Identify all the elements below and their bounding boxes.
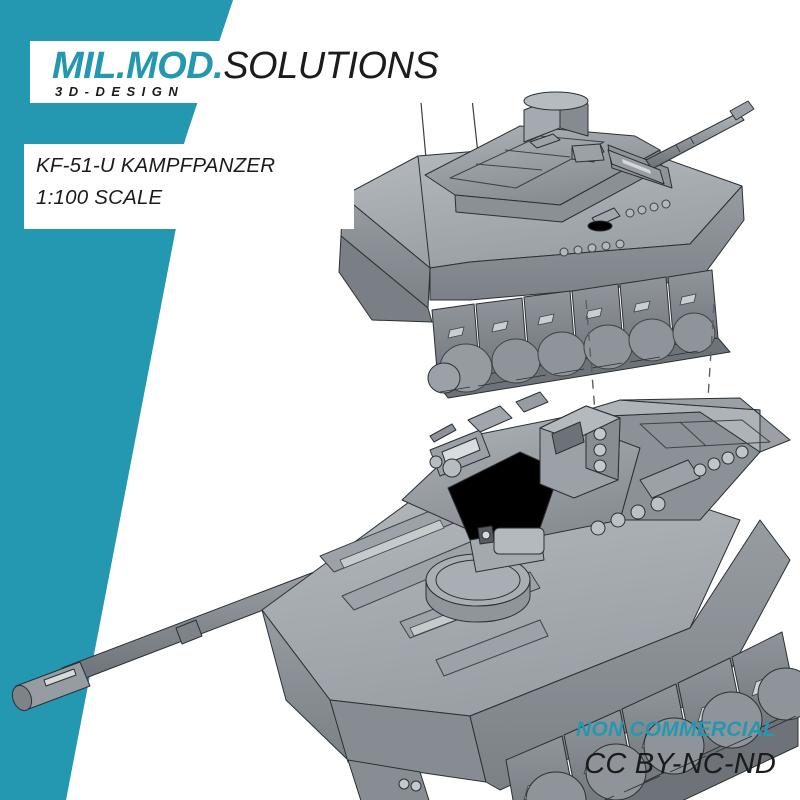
model-name: KF-51-U KAMPFPANZER <box>36 154 276 177</box>
brand-wordmark-accent: MIL.MOD. <box>52 45 224 87</box>
license-code: CC BY-NC-ND <box>584 748 776 780</box>
model-scale: 1:100 SCALE <box>36 186 163 209</box>
brand-tagline: 3D-DESIGN <box>55 84 185 99</box>
license-kind: NON COMMERCIAL <box>576 718 776 741</box>
teal-brand-shape-link <box>0 103 24 229</box>
teal-brand-shape-tail <box>0 228 176 800</box>
brand-plate <box>30 41 500 103</box>
model-plate <box>24 144 354 229</box>
brand-wordmark-rest: SOLUTIONS <box>223 45 439 87</box>
brand-wordmark: MIL.MOD.SOLUTIONS <box>52 43 439 89</box>
